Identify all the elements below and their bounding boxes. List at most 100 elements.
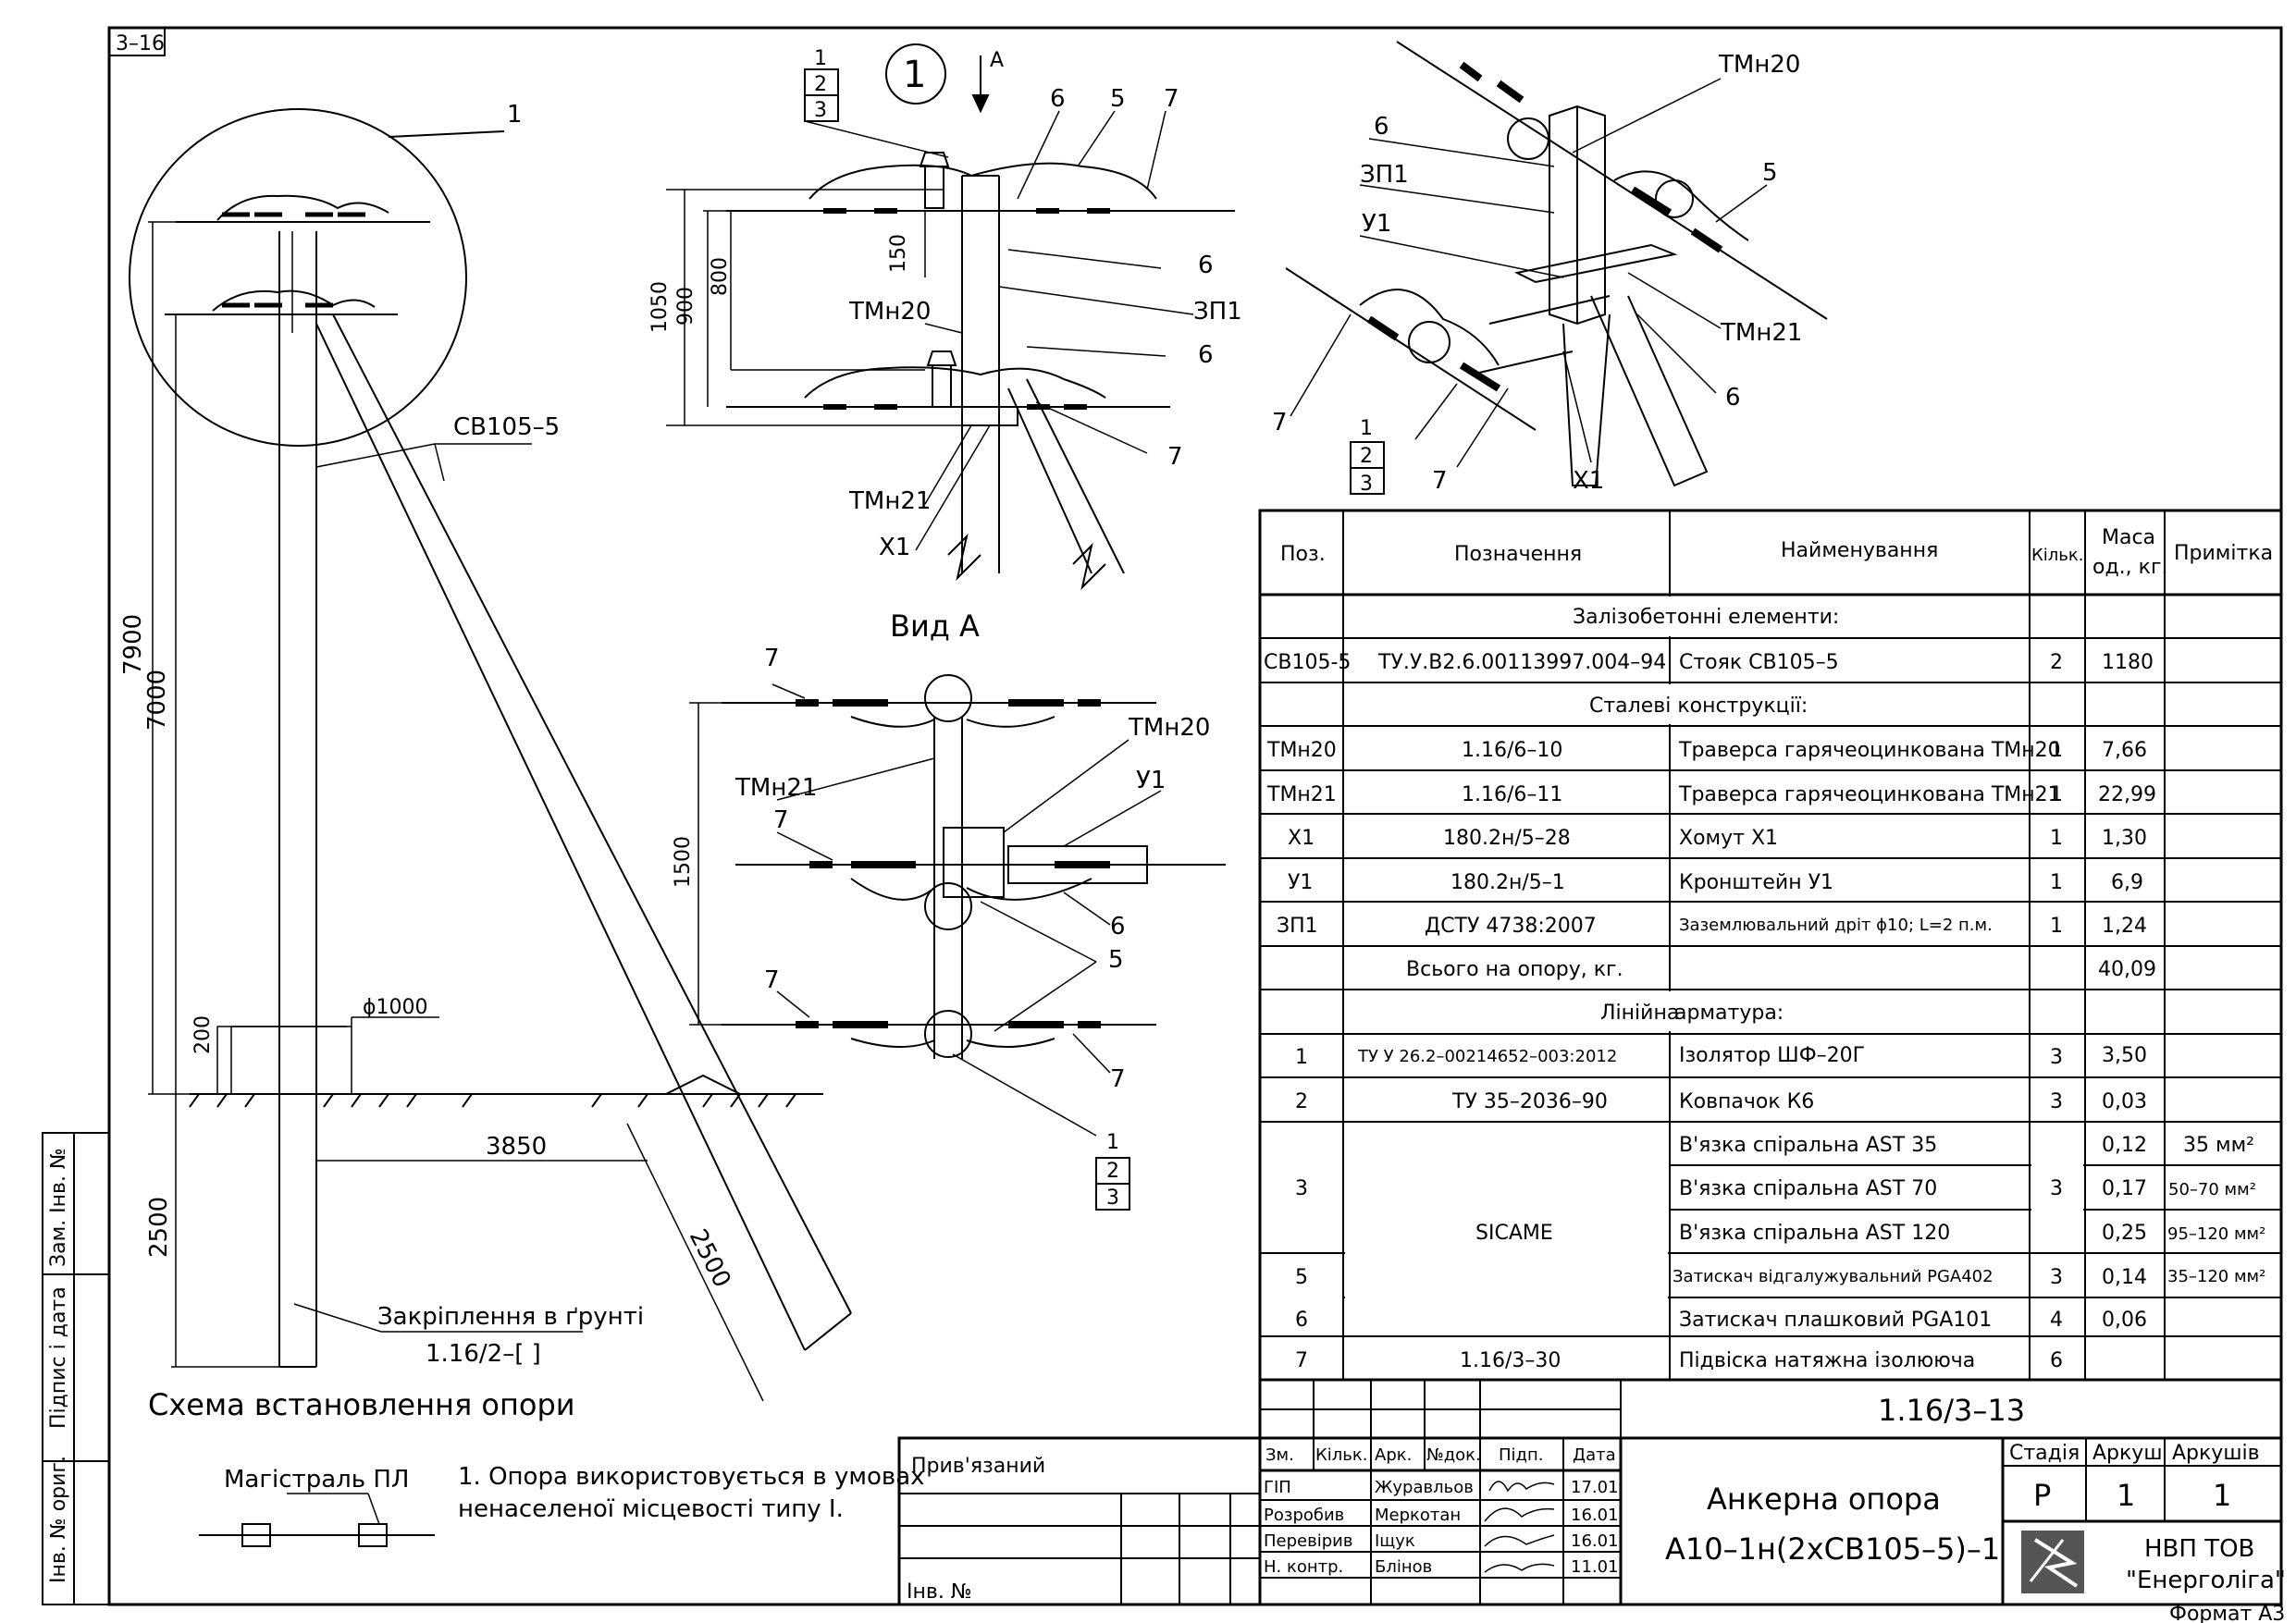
tb-doc-title-2: А10–1н(2хСВ105–5)–1	[1665, 1531, 2000, 1567]
dim-200: 200	[191, 1015, 215, 1054]
spec-row-3b: В'язка спіральна AST 70 0,17 50–70 мм²	[1679, 1177, 2256, 1200]
spec-sec-rc: Залізобетонні елементи:	[1573, 606, 1839, 629]
iso-lbl-6a: 6	[1374, 113, 1389, 141]
view1-lbl-7a: 7	[1164, 85, 1179, 113]
scheme-drawing	[129, 108, 852, 1402]
view1-lbl-x1: Х1	[879, 534, 910, 561]
stamp-zam-inv: Зам. Інв. №	[47, 1148, 70, 1267]
spec-sec-line-suffix: арматура:	[1674, 1002, 1784, 1025]
svg-text:ЗП1: ЗП1	[1277, 915, 1318, 938]
view1-stack-2: 2	[814, 73, 827, 96]
svg-text:Іщук: Іщук	[1375, 1531, 1415, 1551]
dim-7000: 7000	[143, 670, 171, 731]
iso-drawing	[1285, 41, 1828, 495]
iso-lbl-u1: У1	[1362, 210, 1391, 238]
svg-text:СВ105-5: СВ105-5	[1264, 651, 1351, 674]
view1-dim-800: 800	[709, 257, 732, 296]
iso-stack-2: 2	[1360, 445, 1373, 468]
viewA-lbl-tmn21: ТМн21	[734, 774, 817, 802]
format-label: Формат А3	[2169, 1603, 2285, 1623]
stamp-inv-orig: Інв. № ориг.	[47, 1456, 70, 1583]
viewA-lbl-7a: 7	[764, 645, 780, 672]
svg-text:3: 3	[2050, 1266, 2063, 1289]
svg-text:4: 4	[2050, 1309, 2063, 1332]
tb-person-4: Н. контр. Блінов 11.01	[1264, 1557, 1619, 1577]
viewA-lbl-7c: 7	[764, 966, 780, 994]
iso-stack-1: 1	[1360, 417, 1373, 440]
viewA-lbl-7b: 7	[773, 806, 789, 834]
svg-text:0,03: 0,03	[2102, 1090, 2147, 1113]
view1-lbl-6b: 6	[1198, 252, 1214, 279]
tb-sheets-h: Аркушів	[2172, 1442, 2260, 1465]
fixing-label: Закріплення в ґрунті	[377, 1303, 644, 1331]
tb-person-3: Перевірив Іщук 16.01	[1264, 1531, 1619, 1551]
legend-note-1: 1. Опора використовується в умовах	[458, 1463, 925, 1491]
svg-text:3: 3	[2050, 1090, 2063, 1113]
svg-text:В'язка спіральна AST 35: В'язка спіральна AST 35	[1679, 1134, 1937, 1157]
view1-lbl-7b: 7	[1167, 443, 1183, 471]
svg-text:Меркотан: Меркотан	[1375, 1506, 1461, 1525]
spec-row-3c: В'язка спіральна AST 120 0,25 95–120 мм²	[1679, 1222, 2265, 1245]
spec-qty-3: 3	[2050, 1177, 2063, 1200]
spec-row-7: 7 1.16/3–30 Підвіска натяжна ізолююча 6	[1295, 1349, 2063, 1372]
tb-privyazaniy: Прив'язаний	[911, 1455, 1045, 1478]
view1-stack-1: 1	[814, 47, 827, 70]
spec-row-3a: В'язка спіральна AST 35 0,12 35 мм²	[1679, 1134, 2254, 1157]
view1-stack-3: 3	[814, 99, 827, 122]
title-block-grid	[897, 1380, 2283, 1606]
viewA-lbl-tmn20: ТМн20	[1128, 714, 1210, 742]
tb-stage-h: Стадія	[2009, 1442, 2080, 1465]
iso-lbl-zp1: ЗП1	[1360, 161, 1409, 189]
tb-stage: Р	[2033, 1478, 2051, 1513]
svg-text:ГІП: ГІП	[1264, 1478, 1291, 1497]
svg-text:1: 1	[2050, 827, 2063, 850]
svg-text:7,66: 7,66	[2102, 739, 2147, 762]
svg-text:Траверса гарячеоцинкована ТМн2: Траверса гарячеоцинкована ТМн20	[1678, 739, 2061, 762]
viewA-lbl-u1: У1	[1136, 767, 1166, 794]
svg-text:В'язка спіральна AST 120: В'язка спіральна AST 120	[1679, 1222, 1950, 1245]
svg-text:17.01: 17.01	[1571, 1478, 1619, 1497]
svg-text:11.01: 11.01	[1571, 1557, 1619, 1577]
spec-h-name: Найменування	[1781, 539, 1938, 562]
svg-text:35–120 мм²: 35–120 мм²	[2167, 1267, 2265, 1286]
tb-h-pidp: Підп.	[1499, 1445, 1543, 1465]
view1-dim-1050: 1050	[648, 281, 672, 333]
svg-text:1.16/6–10: 1.16/6–10	[1462, 739, 1562, 762]
svg-text:Х1: Х1	[1288, 827, 1315, 850]
svg-text:Розробив: Розробив	[1264, 1506, 1344, 1525]
side-stamps	[42, 1132, 110, 1605]
viewA-stack-1: 1	[1106, 1131, 1119, 1154]
tb-sheet-h: Аркуш	[2092, 1442, 2162, 1465]
svg-text:ДСТУ 4738:2007: ДСТУ 4738:2007	[1425, 915, 1597, 938]
svg-text:16.01: 16.01	[1571, 1506, 1619, 1525]
svg-text:0,25: 0,25	[2102, 1222, 2147, 1245]
svg-text:5: 5	[1295, 1266, 1308, 1289]
spec-row-5: 5 Затискач відгалужувальний PGA402 3 0,1…	[1295, 1266, 2265, 1289]
svg-text:2: 2	[1295, 1090, 1308, 1113]
svg-text:22,99: 22,99	[2098, 783, 2156, 806]
svg-text:7: 7	[1295, 1349, 1308, 1372]
svg-text:0,06: 0,06	[2102, 1309, 2147, 1332]
svg-text:1180: 1180	[2102, 651, 2154, 674]
svg-text:3,50: 3,50	[2102, 1044, 2147, 1067]
svg-text:1: 1	[2050, 871, 2063, 894]
view1-lbl-6c: 6	[1198, 341, 1214, 369]
spec-table-grid	[1258, 509, 2283, 1382]
dim-2500-diag: 2500	[684, 1225, 736, 1293]
tb-person-1: ГІП Журавльов 17.01	[1264, 1478, 1619, 1497]
spec-h-qty: Кільк.	[2031, 546, 2084, 565]
svg-text:35 мм²: 35 мм²	[2183, 1134, 2254, 1157]
viewA-drawing	[689, 674, 1226, 1211]
iso-lbl-7a: 7	[1272, 409, 1288, 436]
fixing-ref: 1.16/2–[ ]	[426, 1340, 541, 1368]
svg-text:6: 6	[2050, 1349, 2063, 1372]
tb-org-1: НВП ТОВ	[2144, 1535, 2254, 1563]
viewA-stack-3: 3	[1106, 1187, 1119, 1210]
svg-text:16.01: 16.01	[1571, 1531, 1619, 1551]
view1-dim-900: 900	[674, 287, 697, 326]
spec-row-steel-1: ТМн20 1.16/6–10 Траверса гарячеоцинкован…	[1266, 739, 2147, 762]
svg-text:1: 1	[2050, 783, 2063, 806]
spec-sicame: SICAME	[1475, 1222, 1553, 1245]
svg-text:1: 1	[2050, 739, 2063, 762]
